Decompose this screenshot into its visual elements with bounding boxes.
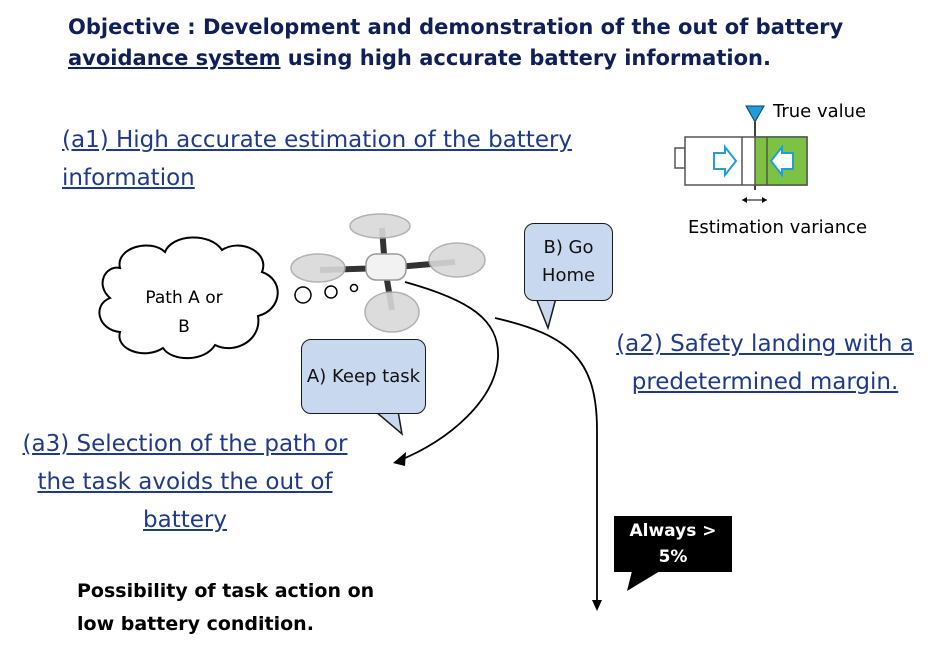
always-tail <box>627 571 660 591</box>
path-a-arrow <box>397 281 499 462</box>
thought-dot-small <box>349 283 359 293</box>
thought-dot-medium <box>324 285 338 299</box>
drone-icon <box>290 213 486 333</box>
objective-suffix: using high accurate battery information. <box>280 46 771 70</box>
heading-a3: (a3) Selection of the path or the task a… <box>22 431 348 533</box>
estimation-variance-label: Estimation variance <box>688 217 868 238</box>
thought-dot-large <box>294 286 312 304</box>
thought-cloud <box>98 236 279 360</box>
go-home-bubble: B) Go Home <box>524 223 613 301</box>
battery-diagram <box>674 105 808 203</box>
objective-prefix: Objective : Development and demonstratio… <box>68 15 844 39</box>
always-margin-label: Always > 5% <box>614 516 732 572</box>
objective-title: Objective : Development and demonstratio… <box>68 12 908 74</box>
heading-a2: (a2) Safety landing with a predetermined… <box>616 331 914 395</box>
possibility-note: Possibility of task action on low batter… <box>77 580 375 635</box>
thought-label: Path A or B <box>145 288 223 337</box>
true-value-marker <box>745 105 765 124</box>
heading-a1: (a1) High accurate estimation of the bat… <box>62 127 573 191</box>
go-home-tail <box>534 297 557 331</box>
keep-task-bubble: A) Keep task <box>301 339 426 414</box>
path-b-arrow <box>494 317 598 603</box>
keep-task-tail <box>372 410 404 436</box>
objective-underlined: avoidance system <box>68 46 281 70</box>
arrow-left-icon <box>769 144 794 178</box>
arrow-right-icon <box>713 144 738 178</box>
true-value-label: True value <box>773 101 867 122</box>
